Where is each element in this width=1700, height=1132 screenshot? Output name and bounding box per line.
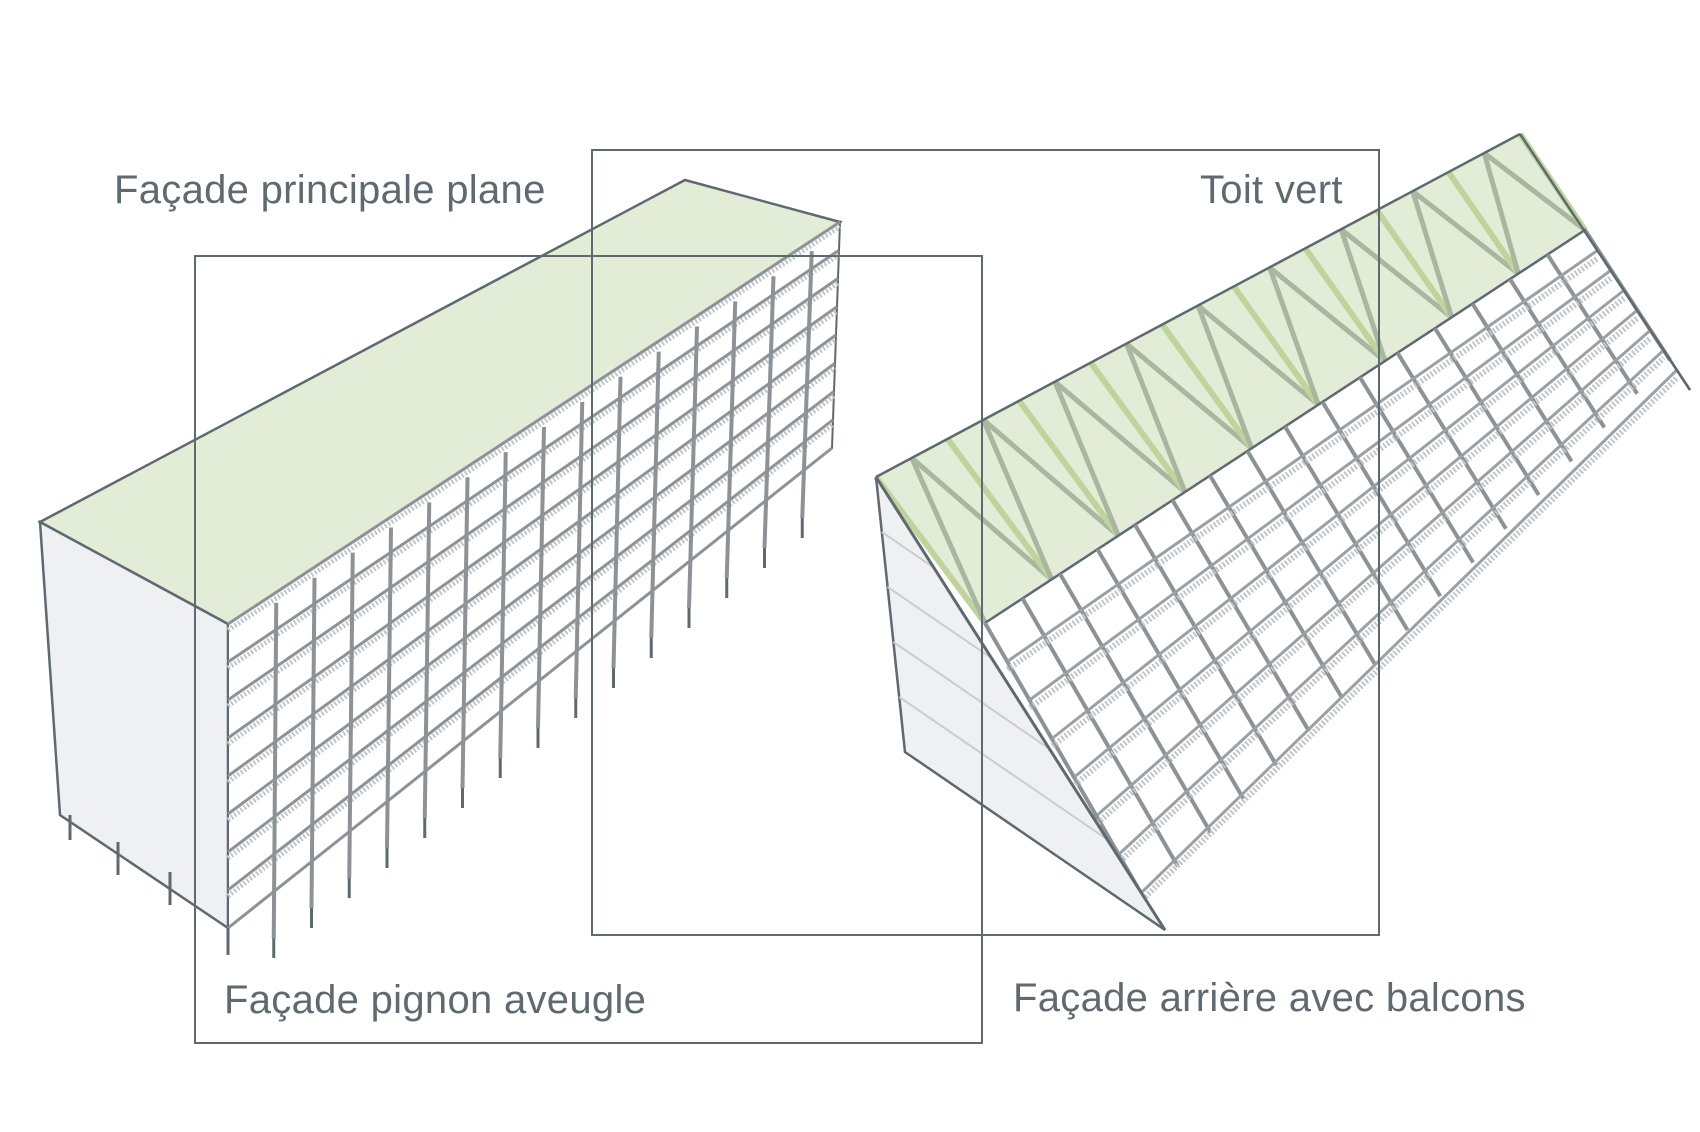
roof-truss-web — [909, 456, 988, 625]
left-floor-line — [227, 362, 836, 816]
label-facade-principale: Façade principale plane — [114, 168, 546, 212]
gable-panel-line — [892, 641, 1050, 750]
roof-truss-web — [1481, 152, 1521, 275]
label-toit-vert: Toit vert — [1200, 168, 1343, 212]
roof-truss-web — [1410, 190, 1455, 319]
roof-truss-web — [1267, 266, 1321, 406]
rear-balcony-rail — [1073, 315, 1640, 787]
roof-truss-web — [1267, 265, 1387, 363]
rear-column — [1133, 523, 1278, 767]
rear-facade-balcony-grid — [983, 228, 1679, 902]
left-balcony-rail — [226, 394, 836, 861]
left-column — [460, 477, 470, 789]
left-column — [724, 301, 738, 579]
roof-truss-web — [1338, 228, 1388, 362]
rear-balcony-rail — [1095, 335, 1653, 826]
rear-balcony-slab — [1096, 328, 1652, 817]
rear-column — [1470, 302, 1574, 463]
rear-balcony-rail — [1028, 275, 1614, 711]
roof-truss-web — [1411, 189, 1520, 276]
left-column — [309, 577, 317, 909]
roof-truss-chord — [1159, 322, 1255, 451]
left-balcony-rail — [226, 252, 841, 671]
rear-balcony-slab — [1029, 268, 1613, 701]
rear-balcony-slab — [1074, 308, 1639, 778]
left-column — [536, 426, 546, 729]
roof-truss-web — [1195, 304, 1255, 450]
left-column — [611, 376, 623, 669]
roof-truss-chord — [1231, 284, 1321, 407]
left-facade-grid — [226, 220, 842, 939]
left-floor-line — [227, 390, 835, 854]
rear-balcony-slab — [1141, 368, 1678, 893]
left-floor-line — [227, 446, 833, 930]
left-column — [762, 276, 776, 549]
label-facade-arriere: Façade arrière avec balcons — [1013, 976, 1526, 1020]
left-building-piles — [68, 518, 804, 958]
roof-truss-web — [1124, 342, 1188, 493]
sloped-roof-building — [873, 132, 1692, 932]
left-floor-line — [227, 277, 839, 702]
roof-truss-chord — [1374, 208, 1455, 320]
left-column — [573, 401, 585, 699]
rear-column — [983, 621, 1147, 902]
right-ridge — [875, 132, 1521, 479]
left-column — [271, 602, 279, 939]
left-balcony-rail — [226, 309, 839, 747]
right-slope-edge — [874, 476, 1167, 931]
left-floor-line — [227, 333, 837, 778]
roof-truss-chord — [1302, 246, 1388, 363]
rear-column — [1508, 278, 1607, 429]
roof-truss-chord — [1016, 399, 1121, 538]
roof-truss-web — [1339, 227, 1454, 320]
roof-truss-chord — [1088, 360, 1188, 494]
rear-balcony-slab — [1006, 248, 1599, 663]
right-far-edge — [1518, 133, 1692, 391]
roof-truss-chord — [945, 437, 1055, 582]
rear-column — [1095, 548, 1246, 800]
rear-balcony-rail — [1117, 355, 1666, 864]
roof-truss-web — [1482, 151, 1587, 232]
frame-gable-rear — [194, 255, 983, 1044]
roof-truss-web — [981, 417, 1120, 538]
gable-panel-lines — [881, 531, 1108, 841]
roof-truss-web — [1196, 303, 1320, 407]
callout-frames — [194, 149, 1380, 1044]
gable-panel-line — [881, 531, 935, 569]
rear-column — [1283, 425, 1410, 632]
left-floor-line — [227, 220, 841, 626]
label-facade-pignon: Façade pignon aveugle — [224, 978, 647, 1022]
roof-truss-web — [1053, 379, 1187, 494]
left-column — [800, 251, 814, 519]
left-column — [687, 326, 699, 609]
rear-column — [1245, 450, 1377, 665]
left-floor-line — [227, 249, 840, 664]
left-column — [422, 502, 432, 819]
left-balcony-rail — [226, 337, 838, 785]
rear-balcony-slab — [1051, 288, 1626, 740]
left-floor-line — [227, 418, 834, 892]
roof-truss-chord — [1445, 170, 1521, 276]
rear-balcony-rail — [1140, 375, 1679, 902]
roof-truss-chord — [873, 475, 988, 625]
roof-truss-web — [1124, 341, 1254, 451]
roof-truss-web — [981, 418, 1054, 581]
roof-truss-web — [1052, 380, 1121, 537]
rear-balcony-rail — [1050, 295, 1627, 749]
left-column — [347, 552, 355, 879]
rear-balcony-slab — [1118, 348, 1665, 855]
left-column — [498, 452, 508, 759]
gable-panel-line — [898, 696, 1108, 841]
gable-panel-line — [887, 586, 993, 660]
rear-column — [1395, 351, 1508, 530]
left-column — [649, 351, 661, 639]
left-floor-line — [227, 305, 838, 740]
flat-facade-building — [37, 178, 844, 958]
frame-roof-main — [591, 149, 1380, 936]
roof-trusses — [873, 132, 1588, 625]
left-column — [385, 527, 393, 849]
